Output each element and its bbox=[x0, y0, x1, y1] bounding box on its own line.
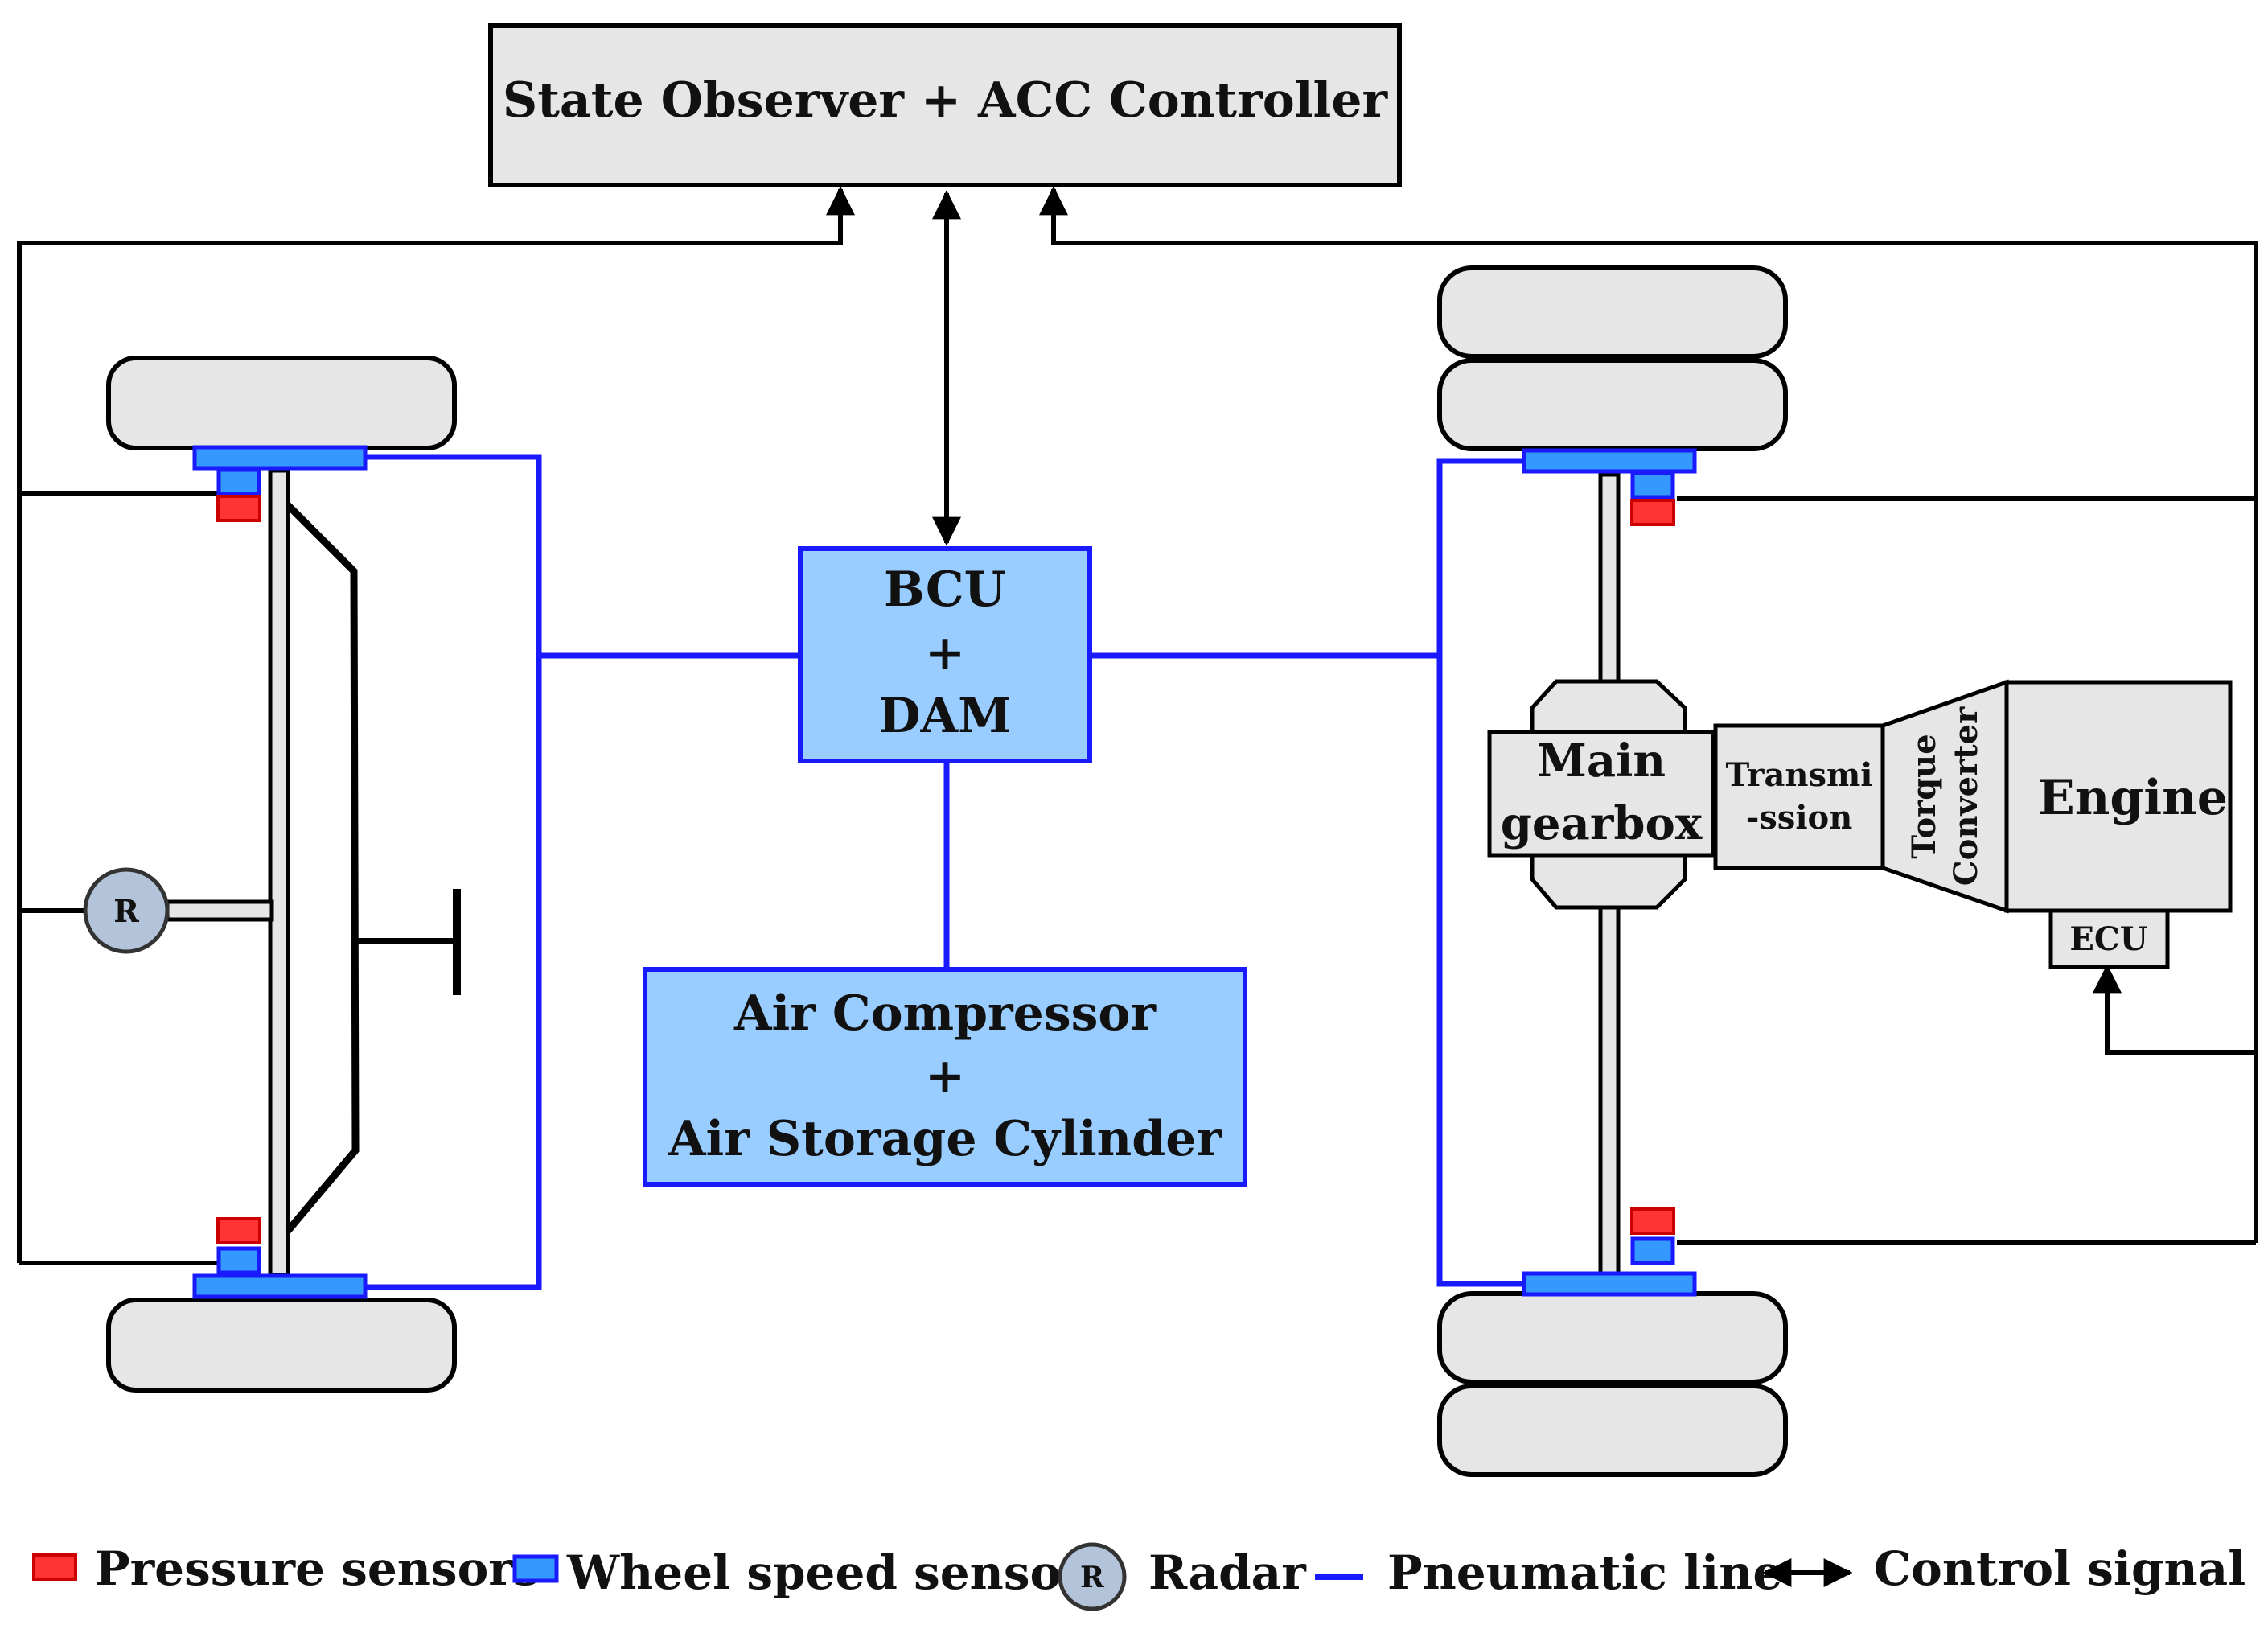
front-axle: R bbox=[83, 356, 461, 1393]
front-left-bottom-wheel bbox=[106, 1298, 457, 1393]
legend-wheel-speed-label: Wheel speed sensor bbox=[566, 1545, 1087, 1600]
rear-top-wheel-outer bbox=[1437, 265, 1788, 359]
compressor-label-line1: Air Compressor bbox=[733, 985, 1157, 1042]
rear-top-wheel-inner bbox=[1437, 358, 1788, 451]
control-signal-lines bbox=[17, 186, 2258, 1265]
legend-radar-label: Radar bbox=[1148, 1545, 1307, 1600]
right-signal-line bbox=[1039, 186, 2258, 1243]
rear-axle bbox=[1437, 265, 1788, 1477]
controller-box bbox=[488, 23, 1402, 187]
rear-top-speed-sensor bbox=[1630, 471, 1675, 500]
rear-bottom-speed-sensor bbox=[1630, 1236, 1675, 1265]
pneumatic-lines bbox=[366, 454, 1524, 1290]
gearbox-bottom-cap bbox=[1530, 853, 1687, 910]
converter-label-line2: Converter bbox=[1947, 706, 1985, 886]
left-top-pneumatic bbox=[366, 454, 542, 656]
legend-pressure-label: Pressure sensors bbox=[95, 1541, 539, 1596]
bcu-label-line3: DAM bbox=[879, 688, 1012, 744]
compressor-box bbox=[643, 967, 1247, 1187]
front-bottom-pressure-sensor bbox=[216, 1217, 261, 1244]
front-axle-shaft bbox=[268, 468, 290, 1277]
legend-pneumatic-label: Pneumatic line bbox=[1387, 1545, 1782, 1600]
steering-linkage bbox=[285, 502, 360, 1233]
radar-symbol: R bbox=[113, 893, 139, 929]
front-bottom-speed-sensor-plate bbox=[192, 1273, 368, 1299]
controller: State Observer + ACC Controller bbox=[488, 23, 1402, 187]
engine-label: Engine bbox=[2038, 770, 2228, 826]
engine-box bbox=[2004, 680, 2233, 913]
gearbox-top-cap bbox=[1530, 679, 1687, 734]
left-bottom-pneumatic bbox=[366, 656, 542, 1290]
gearbox-label-line1: Main bbox=[1537, 734, 1666, 788]
main-gearbox bbox=[1487, 730, 1715, 858]
right-bottom-pneumatic bbox=[1436, 656, 1524, 1287]
powertrain: Main gearbox Transmi -ssion Torque Conve… bbox=[1487, 679, 2233, 969]
legend-control-label: Control signal bbox=[1874, 1541, 2245, 1596]
transmission-label-line1: Transmi bbox=[1726, 756, 1873, 794]
front-top-pressure-sensor bbox=[216, 495, 261, 522]
legend: Pressure sensors Wheel speed sensor R Ra… bbox=[32, 1541, 2245, 1611]
controller-label: State Observer + ACC Controller bbox=[503, 72, 1389, 129]
rear-axle-shaft-top bbox=[1598, 472, 1621, 686]
front-top-speed-sensor-plate bbox=[192, 445, 368, 471]
front-top-speed-sensor bbox=[216, 467, 261, 496]
torque-converter bbox=[1880, 679, 2009, 914]
converter-label-line1: Torque bbox=[1905, 734, 1943, 858]
right-top-pneumatic bbox=[1436, 458, 1524, 656]
legend-wheel-speed-icon bbox=[512, 1554, 559, 1583]
legend-pressure-icon bbox=[32, 1553, 77, 1581]
rear-axle-shaft-bottom bbox=[1598, 903, 1621, 1277]
bcu-dam: BCU + DAM bbox=[798, 546, 1092, 763]
ecu-signal-line bbox=[2093, 964, 2256, 1055]
left-signal-line bbox=[17, 186, 855, 1263]
bcu-label-line2: + bbox=[925, 625, 965, 681]
air-compressor: Air Compressor + Air Storage Cylinder bbox=[643, 967, 1247, 1187]
legend-radar-symbol: R bbox=[1080, 1561, 1105, 1594]
gearbox-label-line2: gearbox bbox=[1501, 797, 1703, 850]
rear-top-speed-sensor-plate bbox=[1522, 448, 1697, 474]
front-bottom-speed-sensor bbox=[216, 1246, 261, 1275]
bcu-label-line1: BCU bbox=[884, 562, 1006, 618]
ecu-label: ECU bbox=[2069, 920, 2147, 958]
rear-top-pressure-sensor bbox=[1630, 499, 1675, 526]
ecu-box bbox=[2048, 908, 2170, 969]
transmission-box bbox=[1713, 723, 1885, 870]
rear-bottom-speed-sensor-plate bbox=[1522, 1271, 1697, 1297]
compressor-label-line2: + bbox=[925, 1048, 965, 1105]
compressor-label-line3: Air Storage Cylinder bbox=[668, 1111, 1222, 1167]
radar-icon bbox=[83, 867, 170, 954]
bcu-box bbox=[798, 546, 1092, 763]
rear-bottom-wheel-inner bbox=[1437, 1291, 1788, 1384]
rear-bottom-pressure-sensor bbox=[1630, 1207, 1675, 1235]
front-left-top-wheel bbox=[106, 356, 457, 450]
rear-bottom-wheel-outer bbox=[1437, 1384, 1788, 1477]
front-radar-mount bbox=[165, 899, 274, 922]
transmission-label-line2: -ssion bbox=[1746, 799, 1853, 837]
legend-radar-icon bbox=[1058, 1542, 1127, 1611]
